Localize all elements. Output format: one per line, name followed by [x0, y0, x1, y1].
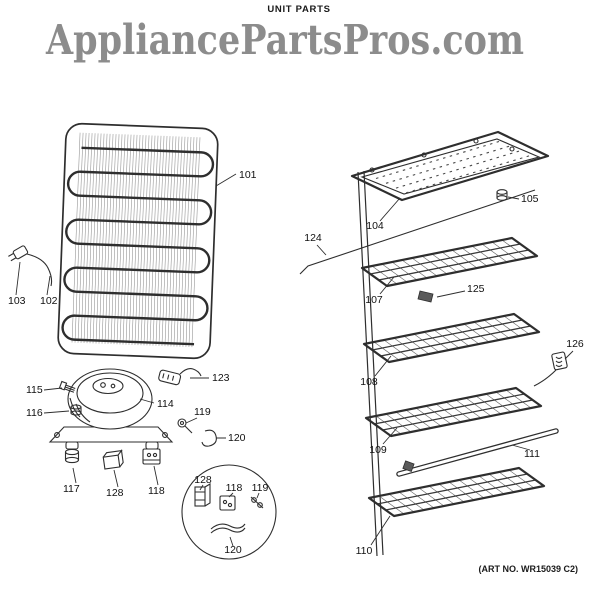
page-title: UNIT PARTS [267, 4, 330, 15]
relay-cover [102, 449, 124, 470]
callout-115: 115 [26, 384, 43, 396]
callout-116: 116 [26, 407, 43, 419]
callout-inset-119: 119 [252, 482, 269, 494]
callout-118: 118 [148, 485, 165, 497]
shelf-grid-108 [362, 312, 541, 364]
starter-relay [142, 448, 161, 465]
condenser-coil [57, 122, 219, 360]
callout-102: 102 [40, 295, 58, 307]
callout-inset-128: 128 [194, 474, 212, 486]
shelf-grid-110 [367, 466, 546, 518]
power-plug [8, 245, 53, 287]
callout-109: 109 [369, 444, 387, 456]
art-number: (ART NO. WR15039 C2) [478, 564, 578, 574]
callout-104: 104 [366, 220, 384, 232]
callout-101: 101 [239, 169, 257, 181]
drip-pan [350, 130, 550, 202]
callout-103: 103 [8, 295, 26, 307]
callout-124: 124 [304, 232, 322, 244]
tube-clip [417, 290, 434, 303]
callout-117: 117 [63, 483, 80, 495]
watermark-text: AppliancePartsPros.com [45, 16, 524, 64]
grommet-cap [496, 189, 508, 201]
overload-protector [158, 368, 202, 386]
support-rail [357, 170, 384, 557]
heater-bar [396, 428, 559, 477]
shelf-grid-107 [360, 236, 539, 288]
capillary-tube [299, 189, 536, 275]
defrost-thermostat [533, 351, 568, 387]
sleeve-grommet [70, 404, 82, 416]
callout-123: 123 [212, 372, 230, 384]
mounting-bolt [58, 380, 76, 393]
callout-114: 114 [157, 398, 174, 410]
callout-119: 119 [194, 406, 211, 418]
callout-120: 120 [228, 432, 246, 444]
callout-inset-120: 120 [224, 544, 242, 556]
leader-lines-right [316, 196, 574, 546]
power-cord [26, 253, 53, 287]
inset-detail [181, 464, 277, 560]
callout-126: 126 [566, 338, 584, 350]
callout-108: 108 [360, 376, 378, 388]
callout-110: 110 [356, 545, 373, 557]
retainer-bracket [201, 429, 217, 447]
leader-lines-inset [199, 484, 260, 547]
callout-111: 111 [524, 448, 540, 460]
leader-lines-left [15, 173, 237, 488]
callout-105: 105 [521, 193, 539, 205]
callout-128: 128 [106, 487, 124, 499]
shelf-grid-109 [364, 386, 543, 438]
callout-inset-118: 118 [226, 482, 243, 494]
compressor [48, 368, 174, 450]
callout-107: 107 [365, 294, 383, 306]
tube-clip-lower [402, 460, 415, 472]
compressor-grommet [64, 448, 80, 464]
callout-125: 125 [467, 283, 485, 295]
